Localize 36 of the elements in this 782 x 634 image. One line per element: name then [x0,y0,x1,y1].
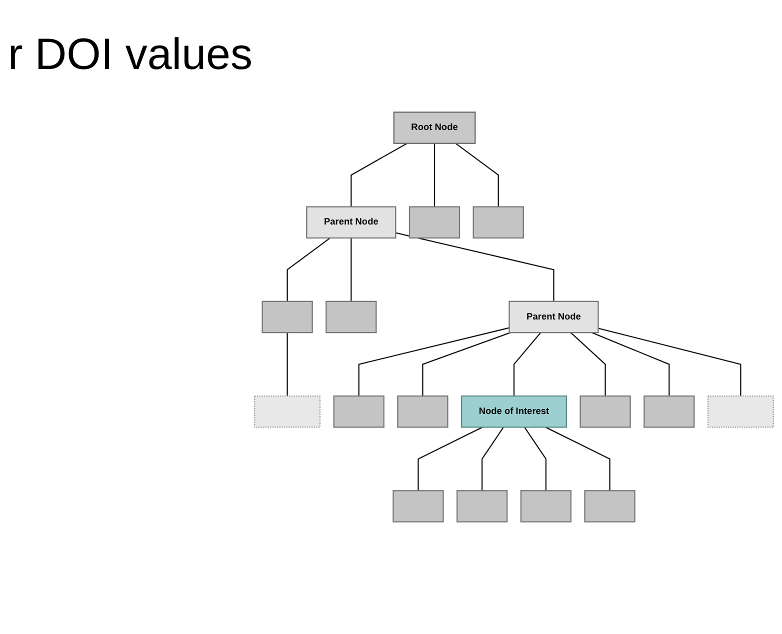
node-box [520,490,572,522]
node-box [456,490,508,522]
connector [358,327,510,396]
connector [513,332,542,396]
node-box [326,300,377,334]
connector [396,232,554,302]
node-box [262,300,313,334]
connector [286,332,288,396]
node-box [333,395,384,428]
node-box [408,206,460,239]
connector [482,426,504,491]
connector [286,238,330,302]
node-box [580,395,631,428]
connector [350,142,408,207]
connector [545,426,610,491]
connector [570,332,606,396]
node-bar [254,395,321,428]
connector [434,143,436,207]
connector [455,142,499,207]
connector [592,332,670,396]
connector [524,426,546,491]
connector [422,332,511,396]
node-box [392,490,444,522]
connector [598,328,742,396]
node-box: Parent Node [508,300,599,334]
node-box: Parent Node [306,206,396,239]
connector [350,238,352,302]
connector [418,426,483,491]
node-box [472,206,524,239]
node-box: Node of Interest [460,395,568,428]
node-box [584,490,636,522]
node-box [397,395,448,428]
node-box: Root Node [393,112,476,144]
node-box [644,395,695,428]
title: r DOI values [8,30,253,80]
node-bar [707,395,774,428]
